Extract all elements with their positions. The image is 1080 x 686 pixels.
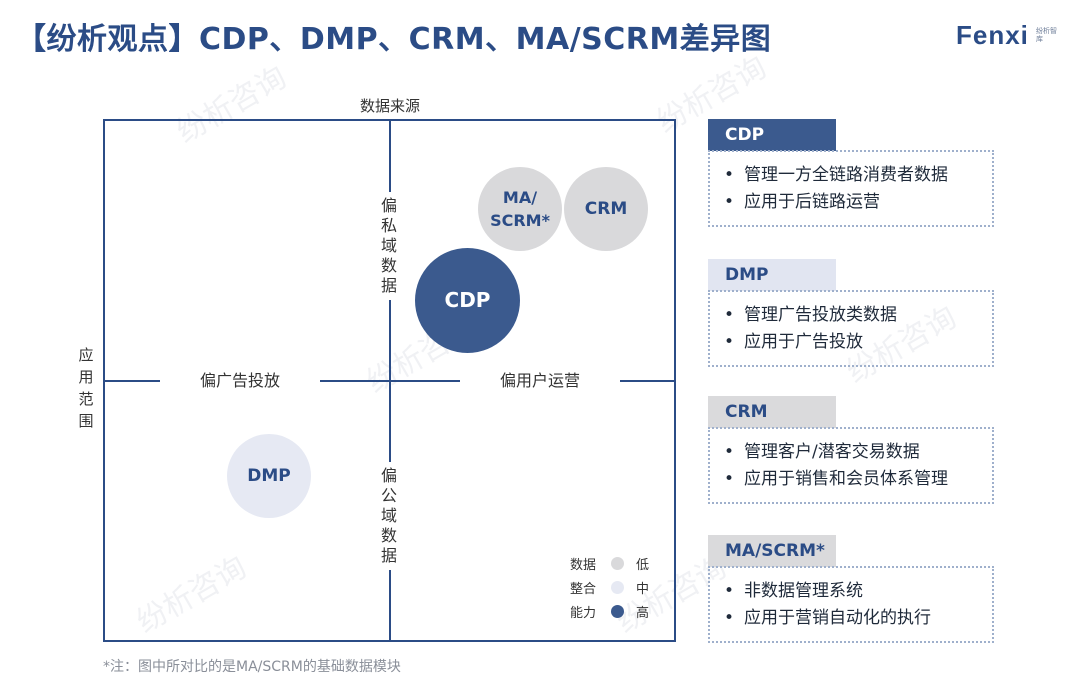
- circle-crm-label: CRM: [584, 198, 628, 219]
- legend-dot-medium: [611, 581, 624, 594]
- legend-level: 中: [636, 582, 650, 597]
- card-tab-cdp: CDP: [708, 119, 836, 151]
- card-body-cdp: 管理一方全链路消费者数据 应用于后链路运营: [708, 150, 994, 227]
- card-bullet: 应用于营销自动化的执行: [724, 605, 992, 632]
- legend-label: 能力: [570, 606, 597, 621]
- legend: 数据 低 整合 中 能力 高: [566, 552, 666, 624]
- legend-row-low: 数据 低: [566, 552, 666, 574]
- logo-subtext: 纷析智库: [1036, 27, 1057, 43]
- circle-cdp-label: CDP: [444, 288, 491, 312]
- circle-dmp-label: DMP: [247, 465, 291, 486]
- circle-ma-scrm: MA/ SCRM*: [478, 167, 562, 251]
- legend-level: 高: [636, 606, 650, 621]
- legend-label: 数据: [570, 558, 597, 573]
- card-tab-crm: CRM: [708, 396, 836, 428]
- legend-dot-high: [611, 605, 624, 618]
- legend-level: 低: [636, 558, 650, 573]
- circle-cdp: CDP: [415, 248, 520, 353]
- card-bullet: 应用于后链路运营: [724, 189, 992, 216]
- axis-public-domain: 偏公域数据: [378, 462, 400, 570]
- axis-ad-delivery: 偏广告投放: [160, 370, 320, 392]
- axis-private-domain: 偏私域数据: [378, 192, 400, 300]
- legend-dot-low: [611, 557, 624, 570]
- card-bullet: 非数据管理系统: [724, 578, 992, 605]
- card-tab-dmp: DMP: [708, 259, 836, 291]
- brand-logo: Fenxi 纷析智库: [956, 20, 1066, 52]
- footnote: *注：图中所对比的是MA/SCRM的基础数据模块: [103, 659, 401, 675]
- circle-ma-scrm-label: MA/ SCRM*: [490, 188, 550, 230]
- legend-label: 整合: [570, 582, 597, 597]
- axis-label-application-scope: 应用范围: [78, 346, 94, 430]
- circle-dmp: DMP: [227, 434, 311, 518]
- logo-wordmark: Fenxi: [956, 20, 1029, 50]
- card-tab-ma-scrm: MA/SCRM*: [708, 535, 836, 567]
- horizontal-axis-line: [103, 380, 676, 382]
- card-body-crm: 管理客户/潜客交易数据 应用于销售和会员体系管理: [708, 427, 994, 504]
- card-bullet: 管理广告投放类数据: [724, 302, 992, 329]
- card-body-ma-scrm: 非数据管理系统 应用于营销自动化的执行: [708, 566, 994, 643]
- axis-user-operations: 偏用户运营: [460, 370, 620, 392]
- card-bullet: 管理客户/潜客交易数据: [724, 439, 992, 466]
- legend-row-medium: 整合 中: [566, 576, 666, 598]
- card-bullet: 应用于销售和会员体系管理: [724, 466, 992, 493]
- card-body-dmp: 管理广告投放类数据 应用于广告投放: [708, 290, 994, 367]
- legend-row-high: 能力 高: [566, 600, 666, 622]
- card-bullet: 管理一方全链路消费者数据: [724, 162, 992, 189]
- circle-crm: CRM: [564, 167, 648, 251]
- page-title: 【纷析观点】CDP、DMP、CRM、MA/SCRM差异图: [16, 22, 772, 57]
- axis-label-data-source: 数据来源: [359, 97, 420, 115]
- card-bullet: 应用于广告投放: [724, 329, 992, 356]
